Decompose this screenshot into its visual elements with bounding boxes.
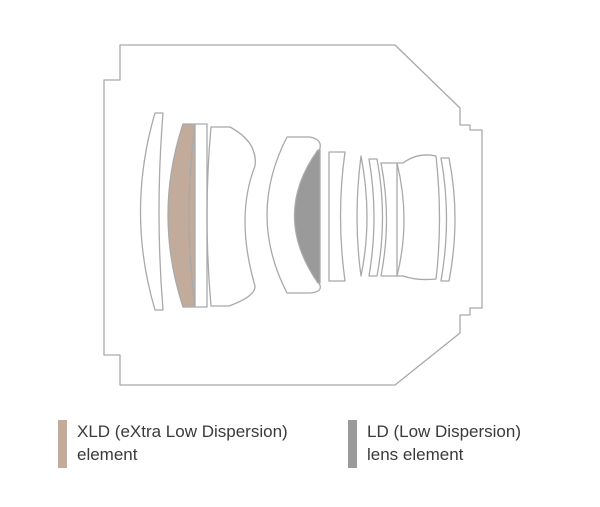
ld-legend-line1: LD (Low Dispersion): [367, 422, 521, 441]
lens-element-3: [188, 123, 208, 308]
lens-element-12: [440, 157, 456, 282]
lens-element-1: [139, 112, 164, 311]
lens-barrel-outline: [103, 44, 483, 386]
ld-legend-line2: lens element: [367, 445, 464, 464]
xld-legend-line1: XLD (eXtra Low Dispersion): [77, 422, 288, 441]
xld-legend-line2: element: [77, 445, 138, 464]
lens-element-10: [380, 162, 398, 277]
lens-element-7: [328, 151, 346, 282]
lens-element-11: [396, 154, 441, 281]
xld-swatch: [58, 420, 67, 468]
legend-ld: LD (Low Dispersion) lens element: [348, 420, 521, 468]
lens-construction-diagram: [103, 44, 483, 386]
lens-element-9: [368, 158, 384, 277]
lens-element-8: [356, 155, 368, 277]
xld-legend-text: XLD (eXtra Low Dispersion) element: [77, 420, 288, 466]
legend-xld: XLD (eXtra Low Dispersion) element: [58, 420, 288, 468]
lens-element-2-xld: [167, 123, 196, 308]
lens-element-4: [206, 126, 256, 307]
lens-element-6-ld: [293, 149, 321, 284]
ld-swatch: [348, 420, 357, 468]
ld-legend-text: LD (Low Dispersion) lens element: [367, 420, 521, 466]
